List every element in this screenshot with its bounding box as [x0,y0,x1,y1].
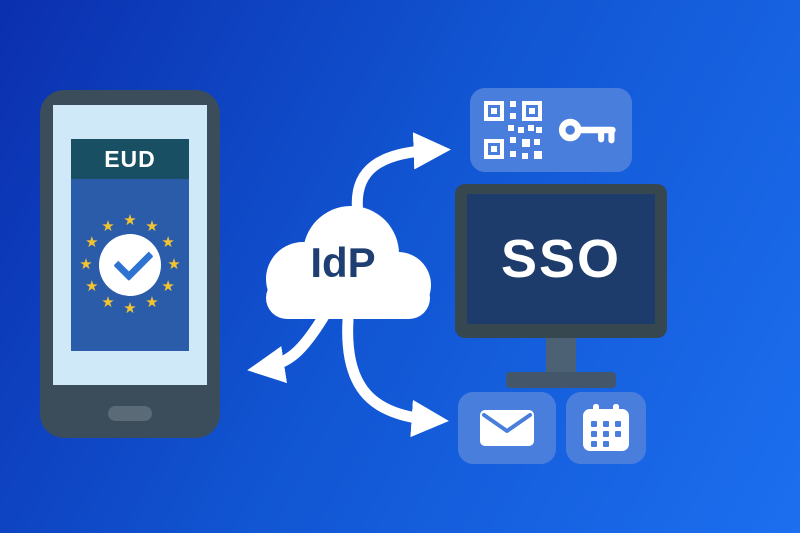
home-button [108,406,152,421]
monitor-screen: SSO [467,194,655,324]
qr-code-icon [484,101,542,159]
qr-key-card [470,88,632,172]
sso-label: SSO [500,229,622,289]
eud-card-body [71,179,189,351]
star-icon [160,235,176,251]
eud-card-header: EUD [71,139,189,179]
check-circle [99,234,161,296]
star-icon [84,235,100,251]
star-icon [84,279,100,295]
check-icon [113,240,154,282]
key-icon [558,118,616,144]
monitor-stand [546,338,576,374]
star-icon [144,219,160,235]
star-icon [160,279,176,295]
eud-card: EUD [71,139,189,351]
email-card [458,392,556,464]
star-icon [100,295,116,311]
eu-stars-ring [78,213,182,317]
idp-label: IdP [310,239,376,286]
star-icon [100,219,116,235]
eud-label: EUD [104,145,156,172]
star-icon [122,213,138,229]
idp-cloud: IdP [248,197,438,332]
smartphone: EUD [40,90,220,438]
email-icon [480,410,534,446]
star-icon [78,257,94,273]
star-icon [144,295,160,311]
arrow-to-apps-icon [342,314,449,438]
monitor: SSO [455,184,667,338]
star-icon [122,301,138,317]
calendar-card [566,392,646,464]
star-icon [166,257,182,273]
phone-screen: EUD [53,105,207,385]
monitor-base [506,372,616,388]
cloud-icon [266,206,431,319]
calendar-icon [583,404,629,451]
